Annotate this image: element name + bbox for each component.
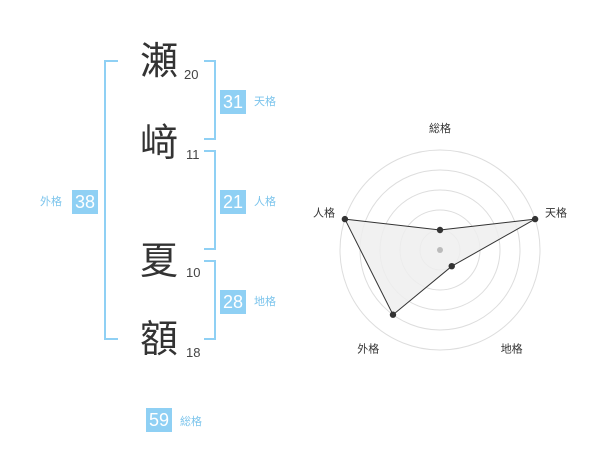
tenkaku-bracket (204, 60, 216, 140)
soukaku-value-badge: 59 (146, 408, 173, 432)
chikaku-value-badge: 28 (220, 290, 247, 314)
name-char-3: 夏 (140, 239, 179, 283)
radar-point (531, 215, 539, 223)
tenkaku-label: 天格 (254, 95, 276, 108)
tenkaku-value-badge: 31 (220, 90, 247, 114)
name-char-2: 﨑 (140, 121, 179, 165)
name-char-1: 瀬 (140, 39, 179, 83)
radar-axis-label-tenkaku: 天格 (545, 205, 567, 219)
jinkaku-label: 人格 (254, 195, 276, 208)
gaikaku-label: 外格 (40, 195, 62, 208)
radar-point (341, 215, 349, 223)
radar-value-area (344, 218, 536, 316)
chikaku-label: 地格 (254, 295, 276, 308)
radar-points (341, 215, 539, 318)
jinkaku-value-badge: 21 (220, 190, 247, 214)
jinkaku-bracket (204, 150, 216, 250)
radar-point (389, 311, 397, 318)
radar-axis-label-chikaku: 地格 (501, 342, 523, 356)
radar-grid-ring (339, 149, 541, 351)
stroke-count-1: 20 (184, 67, 199, 82)
radar-center-dot (437, 247, 443, 253)
chikaku-bracket (204, 260, 216, 340)
radar-axis-label-soukaku: 総格 (429, 121, 451, 135)
gaikaku-bracket (104, 60, 118, 340)
name-char-4: 額 (140, 317, 179, 361)
stroke-count-4: 18 (186, 345, 201, 360)
radar-point (448, 262, 455, 270)
stroke-count-3: 10 (186, 265, 201, 280)
radar-point (436, 226, 444, 234)
gaikaku-value-badge: 38 (72, 190, 99, 214)
radar-axis-label-jinkaku: 人格 (313, 205, 335, 219)
soukaku-label: 総格 (180, 415, 202, 428)
stroke-count-2: 11 (186, 147, 200, 162)
radar-axis-label-gaikaku: 外格 (357, 342, 379, 356)
